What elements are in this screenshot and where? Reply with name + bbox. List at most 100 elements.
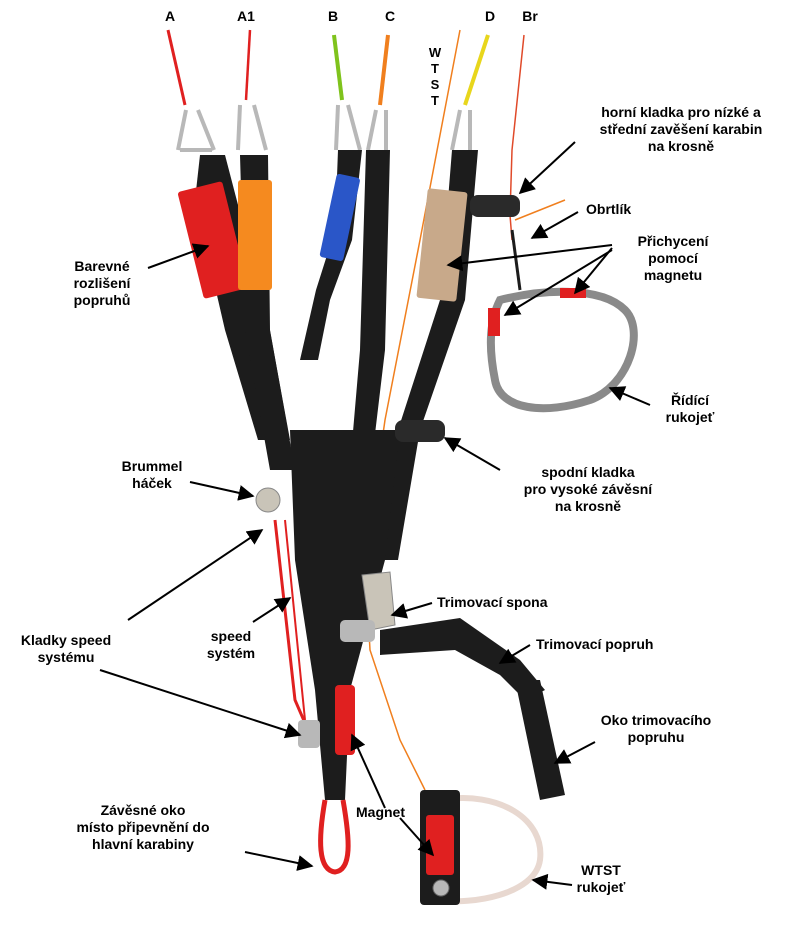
wtst-snap (433, 880, 449, 896)
callout-line: na krosně (498, 498, 678, 515)
callout-line: systém (200, 645, 262, 662)
callout-line: Řídící (650, 392, 730, 409)
callout-line: popruhů (52, 292, 152, 309)
lower-pulley-block (395, 420, 445, 442)
magnet-red-sleeve (335, 685, 355, 755)
callout-line: rozlišení (52, 275, 152, 292)
wtst-handle (420, 790, 540, 905)
main-loop (321, 800, 349, 872)
arrow-magnet-1 (448, 245, 612, 265)
callout-line: Magnet (356, 804, 405, 821)
callout-line: Brummel (112, 458, 192, 475)
callout-line: rukojeť (566, 879, 636, 896)
arrow-main-loop (245, 852, 312, 866)
callout-magnet-attach: Přichycení pomocí magnetu (618, 233, 728, 284)
callout-line: horní kladka pro nízké a (568, 104, 794, 121)
maillon-c (368, 110, 386, 150)
upper-pulley-block (470, 195, 520, 217)
riser-label-d: D (480, 8, 500, 25)
wtst-letter: S (428, 77, 442, 93)
callout-line: Obrtlík (586, 201, 631, 218)
riser-label-a1: A1 (232, 8, 260, 25)
callout-brake-handle: Řídící rukojeť (650, 392, 730, 426)
swivel-orange-line (515, 200, 565, 220)
callout-line: háček (112, 475, 192, 492)
arrow-lower-pulley (445, 438, 500, 470)
speed-pulley-lower (298, 720, 320, 748)
arrow-upper-pulley (520, 142, 575, 193)
callout-line: na krosně (568, 138, 794, 155)
callout-upper-pulley: horní kladka pro nízké a střední zavěšen… (568, 104, 794, 155)
callout-line: pro vysoké závěsní (498, 481, 678, 498)
line-d (465, 35, 488, 105)
callout-line: rukojeť (650, 409, 730, 426)
arrow-swivel (532, 212, 578, 238)
brake-magnet-red-2 (560, 288, 586, 298)
brake-swivel-line (512, 230, 520, 290)
wtst-vertical-label: W T S T (428, 45, 442, 109)
wtst-letter: T (428, 61, 442, 77)
callout-trim-strap: Trimovací popruh (536, 636, 653, 653)
maillon-a1 (238, 105, 266, 150)
callout-line: Závěsné oko (56, 802, 230, 819)
brake-handle-loop (491, 292, 634, 408)
callout-brummel: Brummel háček (112, 458, 192, 492)
line-b (334, 35, 342, 100)
arrow-brake-handle (610, 388, 650, 405)
callout-line: Trimovací popruh (536, 636, 653, 653)
arrow-magnet-3 (505, 250, 612, 315)
callout-line: magnetu (618, 267, 728, 284)
wtst-letter: W (428, 45, 442, 61)
line-a (168, 30, 185, 105)
callout-line: spodní kladka (498, 464, 678, 481)
callout-lower-pulley: spodní kladka pro vysoké závěsní na kros… (498, 464, 678, 515)
arrow-magnet-2 (575, 248, 612, 293)
callout-line: Kladky speed (0, 632, 132, 649)
riser-label-c: C (380, 8, 400, 25)
callout-line: Oko trimovacího (588, 712, 724, 729)
riser-a1-orange-sleeve (238, 180, 272, 290)
callout-line: střední zavěšení karabin (568, 121, 794, 138)
callout-wtst-handle: WTST rukojeť (566, 862, 636, 896)
callout-trim-buckle: Trimovací spona (437, 594, 547, 611)
riser-label-b: B (323, 8, 343, 25)
brake-handle (488, 200, 634, 408)
callout-line: systému (0, 649, 132, 666)
maillons (178, 105, 470, 150)
line-a1 (246, 30, 250, 100)
callout-line: speed (200, 628, 262, 645)
callout-speed-system: speed systém (200, 628, 262, 662)
callout-line: popruhu (588, 729, 724, 746)
arrow-brummel (190, 482, 253, 496)
brummel-hook (256, 488, 280, 512)
wtst-letter: T (428, 93, 442, 109)
callout-line: Přichycení (618, 233, 728, 250)
maillon-d (452, 110, 470, 150)
trim-loop-webbing (515, 680, 565, 800)
trim-buckle-pulley (340, 620, 375, 642)
callout-line: Barevné (52, 258, 152, 275)
arrow-trim-buckle (392, 603, 432, 615)
arrow-speed-pulley-2 (100, 670, 300, 735)
callout-line: hlavní karabiny (56, 836, 230, 853)
callout-swivel: Obrtlík (586, 201, 631, 218)
riser-label-br: Br (516, 8, 544, 25)
arrow-magnet-left (352, 735, 385, 808)
callout-trim-loop: Oko trimovacího popruhu (588, 712, 724, 746)
riser-label-a: A (160, 8, 180, 25)
callout-line: pomocí (618, 250, 728, 267)
callout-speed-pulleys: Kladky speed systému (0, 632, 132, 666)
callout-magnet: Magnet (356, 804, 405, 821)
maillon-b (336, 105, 360, 150)
callout-line: Trimovací spona (437, 594, 547, 611)
callout-main-loop: Závěsné oko místo připevnění do hlavní k… (56, 802, 230, 853)
line-c (380, 35, 388, 105)
arrow-speed-pulley-1 (128, 530, 262, 620)
brake-magnet-red (488, 308, 500, 336)
wtst-handle-red (426, 815, 454, 875)
callout-color-coding: Barevné rozlišení popruhů (52, 258, 152, 314)
callout-line: WTST (566, 862, 636, 879)
callout-line: místo připevnění do (56, 819, 230, 836)
maillon-a (178, 110, 214, 150)
